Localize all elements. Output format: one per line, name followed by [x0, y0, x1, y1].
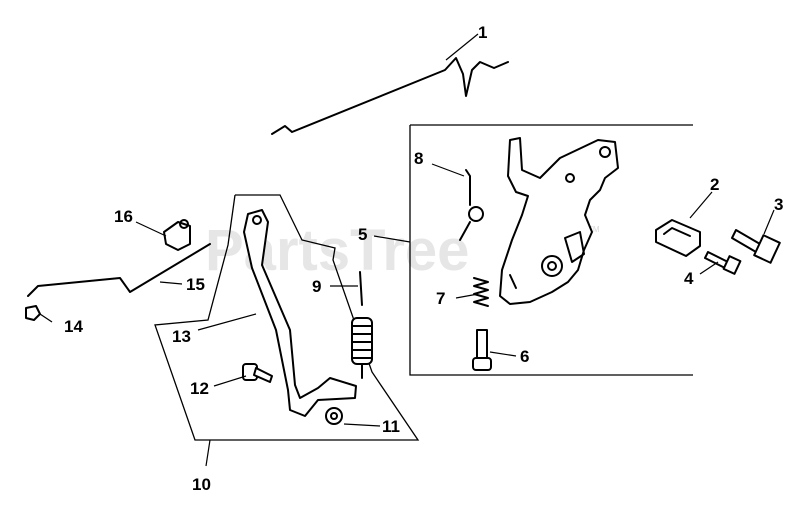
callout-numbers: 1 2 3 4 5 6 7 8 9 10 11 12 13 14 15 16 — [64, 23, 783, 494]
callout-13: 13 — [172, 327, 191, 346]
part-15-rod — [27, 243, 211, 297]
part-1-rod — [271, 57, 509, 135]
callout-16: 16 — [114, 207, 133, 226]
callout-14: 14 — [64, 317, 83, 336]
watermark-trademark: TM — [588, 225, 600, 234]
callout-5: 5 — [358, 225, 367, 244]
part-14-cap — [25, 305, 41, 321]
callout-9: 9 — [312, 277, 321, 296]
callout-6: 6 — [520, 347, 529, 366]
part-6-bolt — [472, 329, 492, 371]
part-9-spring — [351, 271, 373, 379]
leader-lines — [39, 33, 775, 467]
part-16-clip — [163, 219, 191, 251]
callout-2: 2 — [710, 175, 719, 194]
part-5-plate — [499, 137, 619, 305]
part-12-screw — [242, 363, 273, 383]
callout-12: 12 — [190, 379, 209, 398]
part-8-torsion-spring — [459, 169, 484, 241]
callout-4: 4 — [684, 269, 694, 288]
frame-governor-plate-side — [409, 125, 693, 376]
callout-11: 11 — [382, 417, 400, 436]
callout-7: 7 — [436, 289, 445, 308]
callout-10: 10 — [192, 475, 211, 494]
callout-15: 15 — [186, 275, 205, 294]
part-3-bolt — [731, 229, 781, 264]
part-13-lever — [243, 209, 357, 417]
callout-3: 3 — [774, 195, 783, 214]
part-11-nut — [325, 407, 343, 425]
callout-8: 8 — [414, 149, 423, 168]
callout-1: 1 — [478, 23, 487, 42]
part-4-screw — [704, 251, 742, 275]
part-7-spring — [473, 277, 489, 307]
group-frames — [154, 124, 693, 441]
part-2-clip — [655, 219, 701, 257]
frame-control-lever — [154, 194, 420, 441]
